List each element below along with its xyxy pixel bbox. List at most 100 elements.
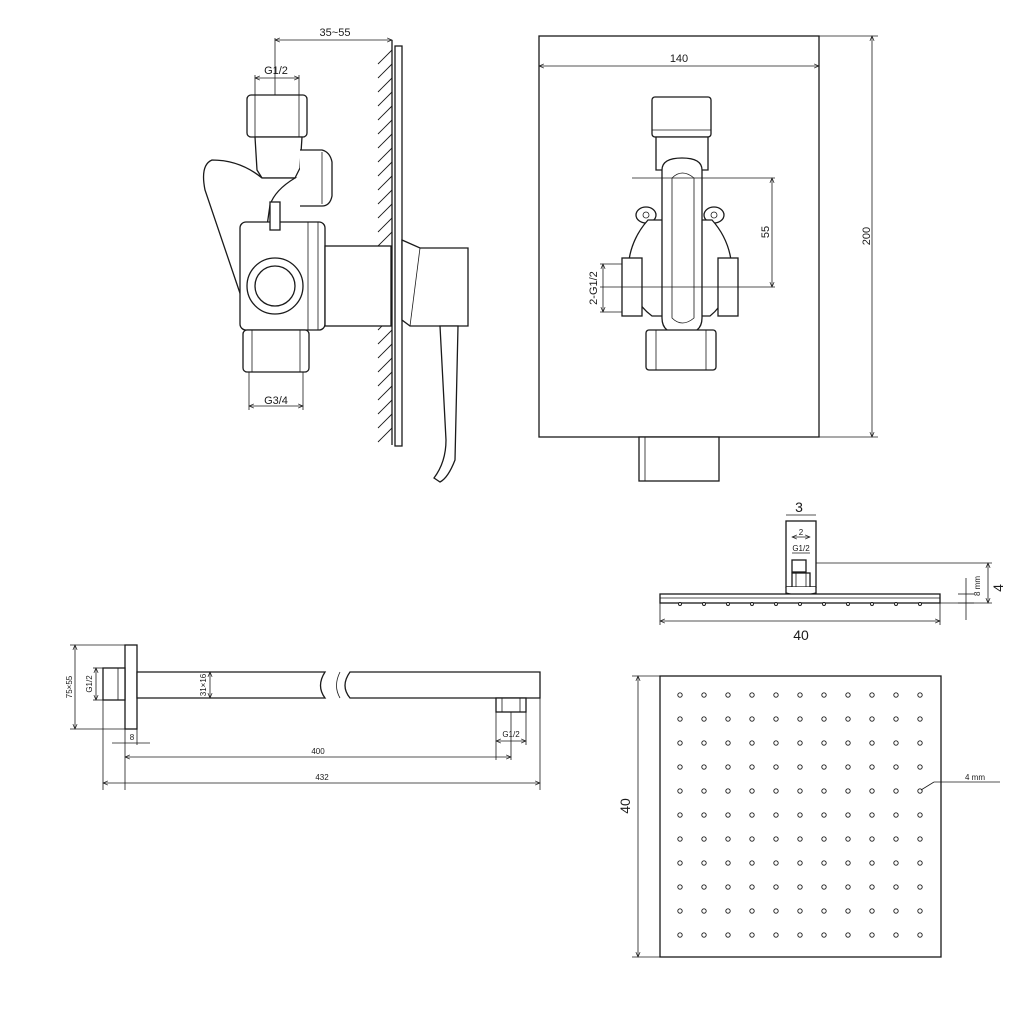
dim-total-length: 432 <box>315 773 329 782</box>
nozzle-dot <box>701 884 707 890</box>
dim-flange-thickness: 8 <box>130 733 135 742</box>
nozzle-dot <box>749 692 755 698</box>
nozzle-dot <box>749 836 755 842</box>
dim-plate-width: 140 <box>670 53 688 65</box>
wall-hatch-line <box>377 343 393 359</box>
nozzle-dot <box>677 764 683 770</box>
side-boss <box>300 149 333 207</box>
nozzle-dot <box>701 812 707 818</box>
side-nozzle-dot <box>750 602 754 606</box>
nozzle-dot <box>725 860 731 866</box>
nozzle-dot <box>893 836 899 842</box>
inner-pipe <box>661 157 703 335</box>
dim-flange-size: 75×55 <box>65 675 74 698</box>
nozzle-dot <box>749 788 755 794</box>
nozzle-dot <box>821 812 827 818</box>
nozzle-dot <box>701 860 707 866</box>
nozzle-dot <box>773 812 779 818</box>
nozzle-dot <box>797 860 803 866</box>
nozzle-dot <box>845 908 851 914</box>
nozzle-dot <box>677 740 683 746</box>
side-nozzle-dot <box>894 602 898 606</box>
wall-hatch-line <box>377 371 393 387</box>
nozzle-dot <box>821 932 827 938</box>
dim-depth-range: 35~55 <box>320 27 351 39</box>
wall-hatch-line <box>377 217 393 233</box>
nozzle-dot <box>893 740 899 746</box>
nozzle-dot <box>677 788 683 794</box>
nozzle-dot <box>797 740 803 746</box>
dim-head-width: 40 <box>793 627 809 643</box>
valve-front-view: 140 200 55 2-G1/2 <box>539 36 878 482</box>
nozzle-dot <box>701 692 707 698</box>
nozzle-dot <box>749 932 755 938</box>
nozzle-dot <box>725 740 731 746</box>
wall-hatch-line <box>377 427 393 443</box>
nozzle-dot <box>845 788 851 794</box>
dim-connector-inner: 2 <box>799 528 804 537</box>
nozzle-dot <box>917 932 923 938</box>
dim-side-length: 40 <box>617 798 633 814</box>
arm-body-right <box>344 671 541 699</box>
nozzle-dot <box>725 788 731 794</box>
nozzle-dot <box>869 908 875 914</box>
front-top-fitting <box>651 96 712 138</box>
nozzle-dot <box>749 884 755 890</box>
nozzle-dot <box>677 692 683 698</box>
nozzle-dot <box>797 884 803 890</box>
wall-hatch-line <box>377 91 393 107</box>
nozzle-dot <box>893 860 899 866</box>
side-nozzle-dot <box>678 602 682 606</box>
nozzle-dot <box>917 836 923 842</box>
nozzle-dot <box>845 932 851 938</box>
nozzle-dot <box>725 932 731 938</box>
nozzle-dot <box>821 836 827 842</box>
nozzle-dot <box>773 692 779 698</box>
nozzle-dot <box>773 836 779 842</box>
nozzle-dot <box>773 908 779 914</box>
nozzle-dot <box>893 932 899 938</box>
dim-inlet-spacing: 55 <box>760 226 772 238</box>
dim-bottom-outlet-thread: G3/4 <box>264 395 288 407</box>
wall-hatch-line <box>377 161 393 177</box>
nozzle-dot <box>917 692 923 698</box>
nozzle-dot <box>893 812 899 818</box>
dim-side-inlets: 2-G1/2 <box>588 271 600 305</box>
nozzle-dot <box>677 860 683 866</box>
nozzle-dot <box>725 812 731 818</box>
nozzle-dot <box>845 692 851 698</box>
nozzle-dot <box>845 836 851 842</box>
nozzle-dot <box>725 836 731 842</box>
arm-body-left <box>136 671 327 699</box>
nozzle-dot <box>845 764 851 770</box>
nozzle-dot <box>701 740 707 746</box>
arm-wall-flange <box>124 644 138 730</box>
nozzle-dot <box>677 716 683 722</box>
wall-hatch-line <box>377 147 393 163</box>
nozzle-dot <box>821 740 827 746</box>
nozzle-dot <box>869 884 875 890</box>
dim-connector-width: 3 <box>795 499 803 515</box>
nozzle-dot <box>725 692 731 698</box>
nozzle-dot <box>917 764 923 770</box>
nozzle-dot <box>773 860 779 866</box>
nozzle-dot <box>869 716 875 722</box>
nozzle-dot <box>845 860 851 866</box>
wall-hatch-line <box>377 385 393 401</box>
nozzle-dot <box>845 740 851 746</box>
nozzle-dot <box>749 860 755 866</box>
dim-arm-section: 31×16 <box>199 673 208 696</box>
nozzle-dot <box>749 764 755 770</box>
dim-plate-height: 200 <box>861 227 873 245</box>
dim-wall-thread: G1/2 <box>85 675 94 693</box>
nozzle-dot <box>821 764 827 770</box>
front-lever <box>638 436 720 482</box>
wall-hatch-line <box>377 203 393 219</box>
nozzle-dot <box>797 932 803 938</box>
nozzle-dot <box>725 764 731 770</box>
shower-head-side-view: 3 2 G1/2 4 8 mm 40 <box>660 499 1006 643</box>
dim-top-inlet-thread: G1/2 <box>264 65 288 77</box>
nozzle-dot <box>773 740 779 746</box>
nozzle-dot <box>917 860 923 866</box>
nozzle-dot <box>773 884 779 890</box>
